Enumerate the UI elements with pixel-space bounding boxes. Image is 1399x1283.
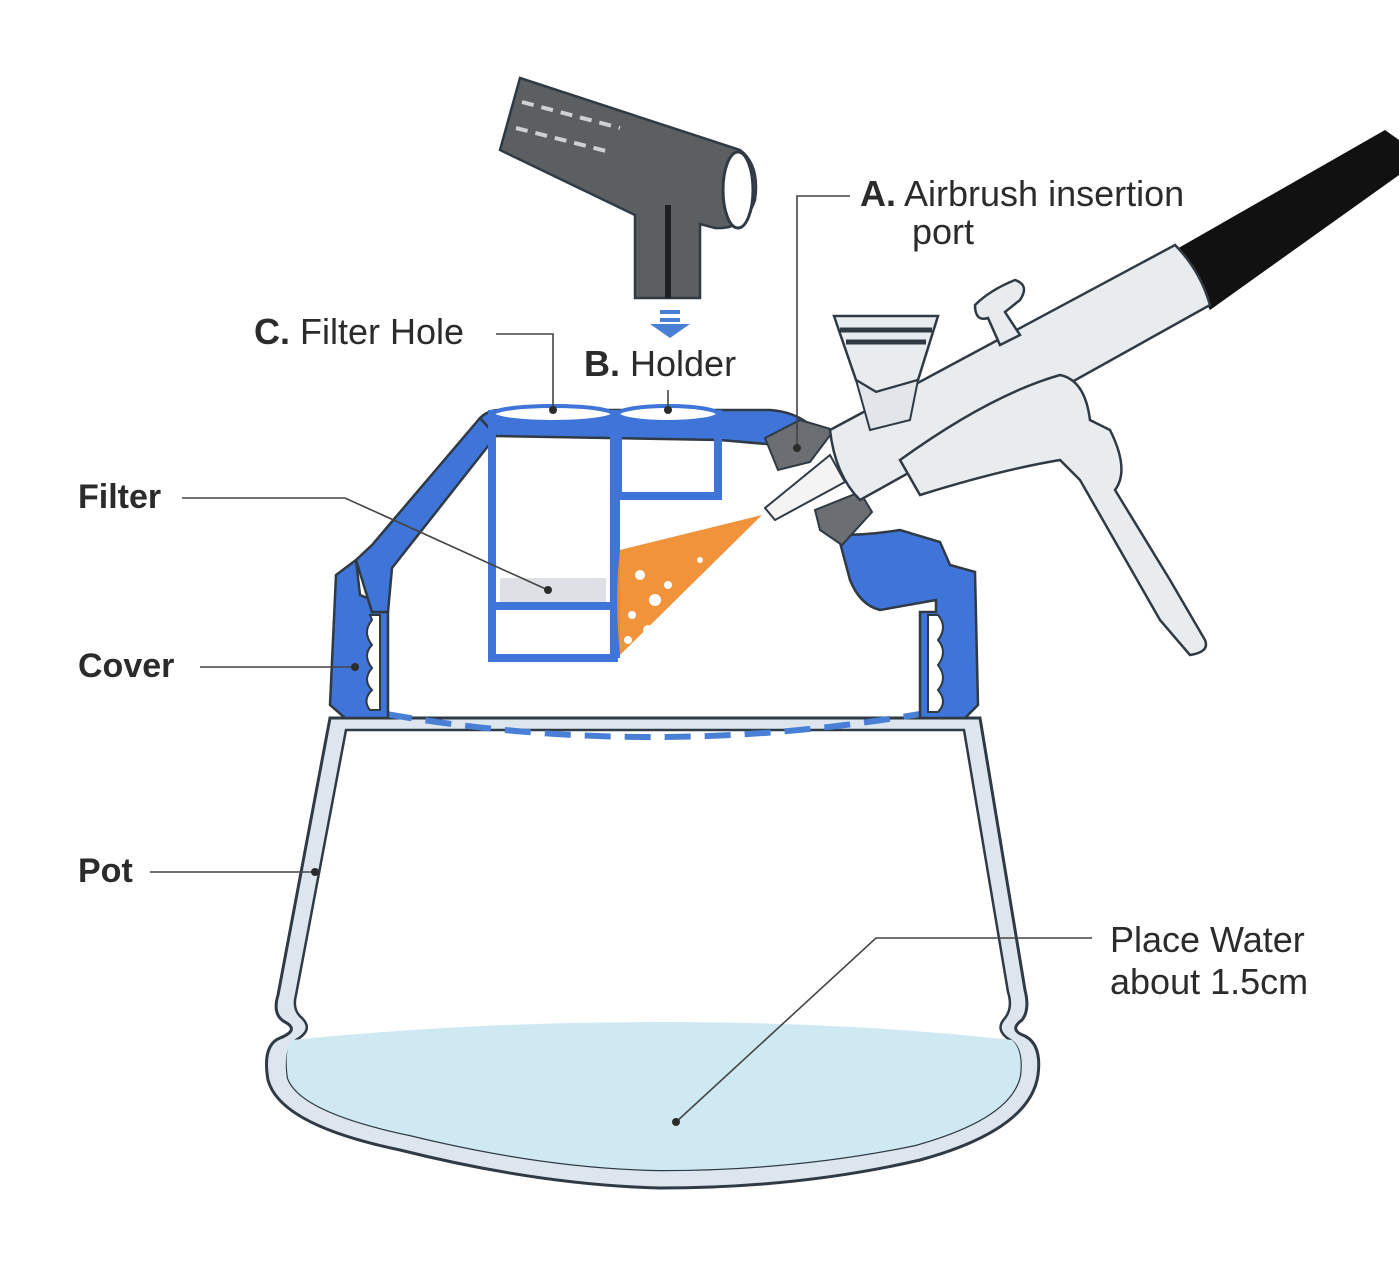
label-filter-hole: C. Filter Hole (254, 311, 464, 352)
filter-element (500, 578, 606, 604)
cover-left-thread (365, 614, 381, 711)
holder-pipe (498, 76, 758, 300)
airbrush (763, 130, 1399, 657)
label-water-line2: about 1.5cm (1110, 961, 1308, 1002)
spray-speckles (624, 557, 703, 648)
pot (265, 716, 1041, 1190)
cover-right-dome (836, 528, 980, 720)
insert-arrow-icon (650, 310, 690, 338)
water-level (286, 1022, 1021, 1170)
airbrush-body (828, 243, 1212, 502)
airbrush-nozzle (763, 453, 847, 522)
label-pot: Pot (78, 852, 133, 890)
cover-right-thread (927, 614, 944, 713)
label-cover: Cover (78, 647, 174, 685)
label-airbrush-port-line2: port (912, 211, 974, 252)
airbrush-trigger (973, 278, 1026, 347)
cover-pot-seam (385, 711, 921, 740)
label-filter: Filter (78, 478, 161, 516)
label-water-line1: Place Water (1110, 919, 1305, 960)
label-airbrush-port: A. Airbrush insertion (860, 173, 1184, 214)
leader-lines (150, 195, 1092, 1126)
holder-pipe-opening (721, 150, 755, 230)
label-holder: B. Holder (584, 343, 736, 384)
filter-tubes (488, 404, 722, 662)
airbrush-air-valve (898, 373, 1208, 657)
filter-tube (488, 410, 618, 662)
spray-cone (617, 515, 762, 655)
holder-fitting (498, 76, 758, 338)
paint-spray (617, 515, 762, 655)
airbrush-hose (1175, 130, 1399, 310)
